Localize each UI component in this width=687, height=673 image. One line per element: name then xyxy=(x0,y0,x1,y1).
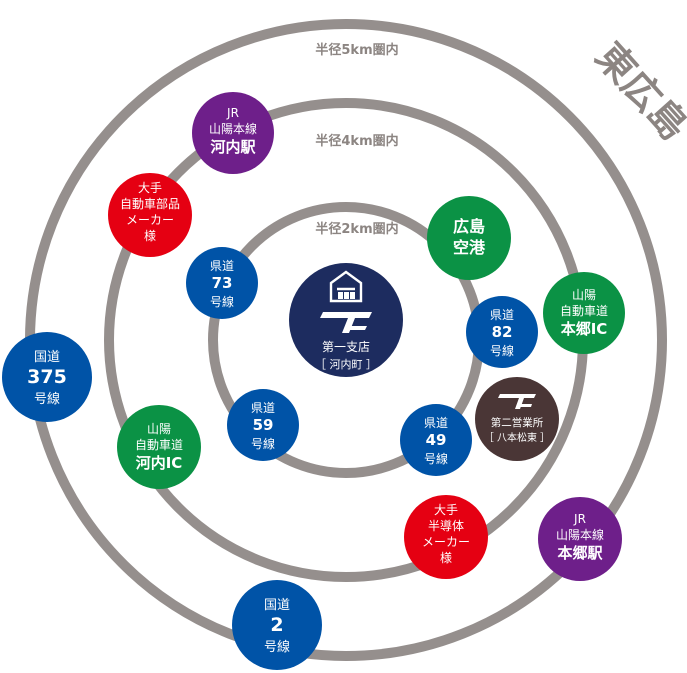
landmark-label-line: 本郷駅 xyxy=(557,544,603,562)
landmark-label-line: 山陽本線 xyxy=(209,121,257,136)
landmark-label-line: 山陽 xyxy=(572,288,596,302)
center-office-location: ［ 河内町 ］ xyxy=(315,357,377,371)
landmark-label-line: 河内駅 xyxy=(210,138,256,156)
second-office-location: ［ 八本松東 ］ xyxy=(484,431,550,444)
ring-2km-label: 半径2km圏内 xyxy=(315,221,398,237)
tc-logo xyxy=(320,312,372,333)
landmark-circle xyxy=(227,389,299,461)
landmark-label-line: 国道 xyxy=(264,598,290,613)
landmark-label-line: 県道 xyxy=(251,401,275,415)
landmark-label-line: 375 xyxy=(27,366,67,388)
landmark-circle xyxy=(466,296,538,368)
tc-logo-small xyxy=(498,394,536,409)
landmark-label-line: 河内IC xyxy=(136,454,183,472)
landmark-label-line: 自動車道 xyxy=(135,438,183,452)
landmark-label-line: 大手 xyxy=(138,181,162,195)
landmark-label-line: 号線 xyxy=(490,343,514,358)
landmark-circle xyxy=(108,173,192,257)
landmark-label-line: メーカー xyxy=(422,535,470,549)
landmark-label-line: 様 xyxy=(144,229,156,243)
landmark-label-line: 山陽本線 xyxy=(556,527,604,542)
landmark-circle xyxy=(400,404,472,476)
landmark-label-line: 号線 xyxy=(424,451,448,466)
landmark-label-line: 号線 xyxy=(251,436,275,451)
landmark-label-line: JR xyxy=(226,106,239,120)
second-office-circle xyxy=(475,377,559,461)
landmark-label-line: 59 xyxy=(253,416,274,434)
landmark-label-line: 自動車道 xyxy=(560,304,608,318)
ring-5km-label: 半径5km圏内 xyxy=(315,42,398,58)
landmark-label-line: 空港 xyxy=(453,238,486,257)
landmark-circle xyxy=(404,495,488,579)
landmark-label-line: 国道 xyxy=(34,350,60,365)
landmark-label-line: 2 xyxy=(270,614,283,636)
landmark-label-line: 49 xyxy=(426,431,447,449)
landmark-circle xyxy=(538,497,622,581)
landmark-label-line: JR xyxy=(573,512,586,526)
landmarks-layer: JR山陽本線河内駅広島空港山陽自動車道本郷IC大手自動車部品メーカー様県道73号… xyxy=(2,92,625,670)
landmark-label-line: メーカー xyxy=(126,213,174,227)
landmark-circle xyxy=(192,92,274,174)
landmark-label-line: 号線 xyxy=(210,294,234,309)
landmark-label-line: 山陽 xyxy=(147,422,171,436)
warehouse-icon xyxy=(329,270,363,303)
landmark-label-line: 半導体 xyxy=(428,519,464,533)
landmark-label-line: 大手 xyxy=(434,503,458,517)
landmark-label-line: 号線 xyxy=(34,391,60,407)
landmark-label-line: 本郷IC xyxy=(561,320,608,338)
second-office-name: 第二営業所 xyxy=(491,416,544,429)
landmark-label-line: 県道 xyxy=(424,416,448,430)
center-office-name: 第一支店 xyxy=(322,340,370,354)
landmark-circle xyxy=(117,405,201,489)
second-office[interactable]: 第二営業所 ［ 八本松東 ］ xyxy=(475,377,559,461)
landmark-label-line: 様 xyxy=(440,551,452,565)
landmark-label-line: 県道 xyxy=(490,308,514,322)
landmark-circle xyxy=(543,272,625,354)
landmark-label-line: 県道 xyxy=(210,259,234,273)
landmark-national-road-2[interactable]: 国道2 号線 xyxy=(232,580,322,670)
landmark-circle xyxy=(186,247,258,319)
landmark-circle xyxy=(427,196,511,280)
landmark-label-line: 号線 xyxy=(264,639,290,655)
landmark-label-line: 82 xyxy=(492,323,513,341)
landmark-label-line: 広島 xyxy=(453,217,485,236)
center-office-circle xyxy=(289,263,403,377)
landmark-label-line: 73 xyxy=(212,274,233,292)
landmark-circle xyxy=(2,332,92,422)
ring-4km-label: 半径4km圏内 xyxy=(315,133,398,149)
landmark-label-line: 自動車部品 xyxy=(120,196,180,211)
region-label: 東広島 xyxy=(587,34,687,148)
landmark-circle xyxy=(232,580,322,670)
center-office[interactable]: 第一支店 ［ 河内町 ］ xyxy=(289,263,403,377)
